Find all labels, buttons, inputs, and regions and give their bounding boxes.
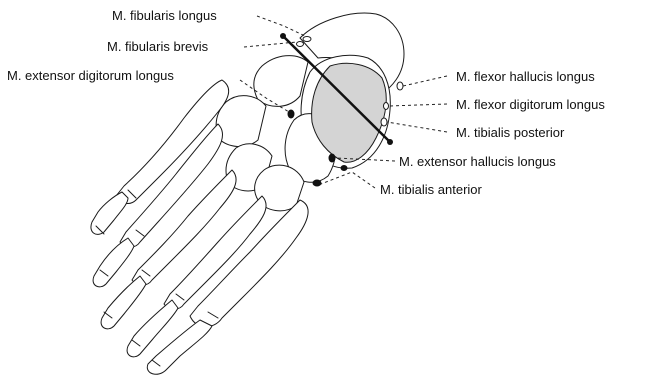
toe-4-phalanges [93, 238, 134, 287]
label-flexor-hallucis-longus: M. flexor hallucis longus [456, 69, 595, 84]
cut-line-end-bottom [387, 139, 393, 145]
label-extensor-digitorum-longus: M. extensor digitorum longus [7, 68, 174, 83]
leader-flexor-digitorum-longus [389, 104, 447, 106]
label-extensor-hallucis-longus: M. extensor hallucis longus [399, 154, 556, 169]
fibularis-longus-tendon [303, 37, 311, 42]
leader-tibialis-posterior [387, 122, 447, 132]
label-fibularis-brevis: M. fibularis brevis [107, 39, 209, 54]
label-fibularis-longus: M. fibularis longus [112, 8, 217, 23]
leader-flexor-hallucis-longus [403, 76, 447, 86]
flexor-digitorum-longus-tendon [384, 103, 389, 110]
label-tibialis-anterior: M. tibialis anterior [380, 182, 483, 197]
toe-5-phalanges [91, 192, 128, 234]
cuboid [254, 56, 308, 107]
extensor-hallucis-longus-tendon [329, 154, 335, 162]
label-tibialis-posterior: M. tibialis posterior [456, 125, 565, 140]
toe-3-phalanges [101, 276, 146, 329]
tibialis-anterior-tendon-2 [341, 166, 347, 171]
tibialis-posterior-tendon [381, 118, 387, 126]
flexor-hallucis-longus-tendon [397, 82, 403, 90]
cut-line-end-top [280, 33, 286, 39]
label-flexor-digitorum-longus: M. flexor digitorum longus [456, 97, 605, 112]
tibialis-anterior-tendon [313, 180, 321, 186]
extensor-digitorum-longus-tendon [288, 110, 294, 118]
fibularis-brevis-tendon [297, 42, 304, 47]
leader-fibularis-longus [257, 16, 305, 36]
